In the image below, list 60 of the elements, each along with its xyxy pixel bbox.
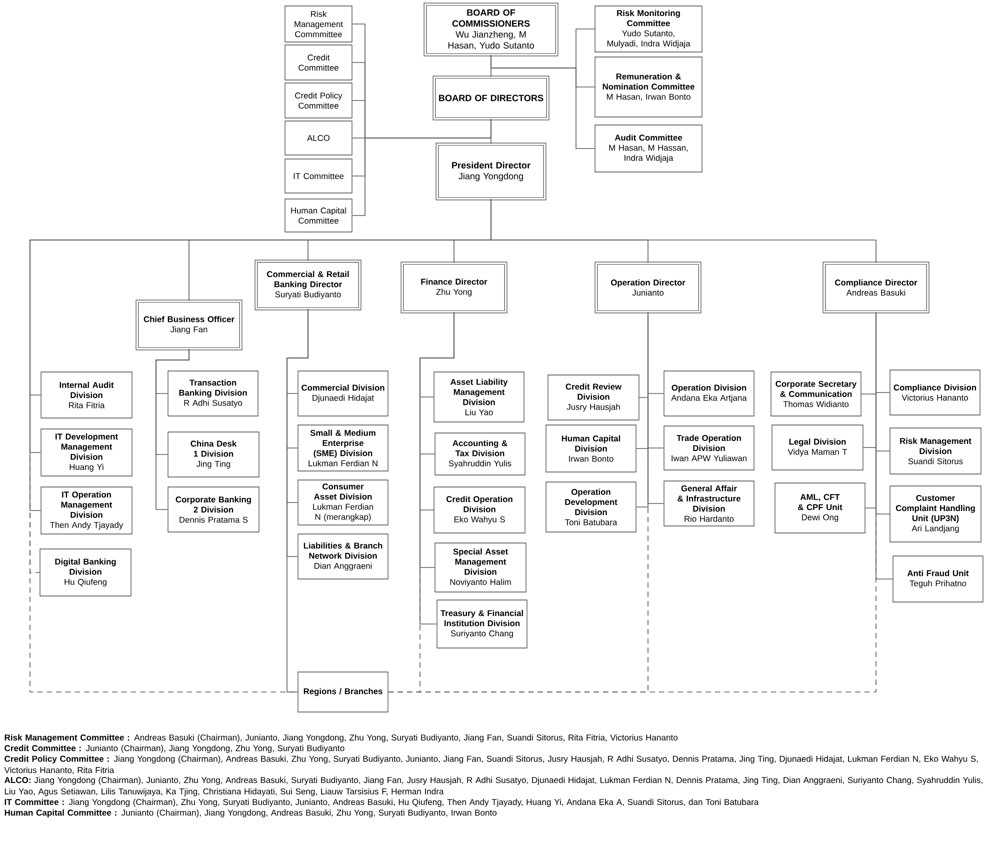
- division-box: Small & Medium Enterprise (SME) Division Lukman Ferdian N: [298, 424, 388, 472]
- division-box: Asset Liability Management Division Liu Yao: [434, 372, 524, 422]
- division-box: Consumer Asset Division Lukman Ferdian N (merangkap): [298, 480, 388, 526]
- division-box: IT Development Management Division Huang Yi: [40, 428, 132, 476]
- director-box: Chief Business Officer Jiang Fan: [136, 300, 242, 350]
- director-box: President Director Jiang Yongdong: [436, 142, 546, 200]
- division-box: China Desk 1 Division Jing Ting: [168, 432, 260, 478]
- unit-box: Customer Complaint Handling Unit (UP3N) Ari Landjang: [890, 486, 982, 542]
- division-box: Trade Operation Division Iwan APW Yuliawan: [664, 426, 754, 470]
- committee-box: Human Capital Committee: [284, 198, 352, 232]
- division-box: Treasury & Financial Institution Division Suriyanto Chang: [436, 600, 528, 648]
- division-box: Corporate Banking 2 Division Dennis Pratama S: [168, 486, 260, 532]
- division-box: Credit Review Division Jusry Hausjah: [548, 374, 640, 420]
- committee-box: Credit Committee: [284, 44, 352, 80]
- director-box: Finance Director Zhu Yong: [400, 262, 508, 314]
- unit-box: AML, CFT & CPF Unit Dewi Ong: [774, 482, 866, 534]
- connector-line: [352, 118, 492, 216]
- division-box: Corporate Secretary & Communication Thomas Widianto: [770, 372, 862, 416]
- unit-box: Anti Fraud Unit Teguh Prihatno: [892, 556, 984, 602]
- regions-box: Regions / Branches: [298, 672, 388, 712]
- division-box: Credit Operation Division Eko Wahyu S: [434, 486, 526, 534]
- board-box: BOARD OF COMMISSIONERS Wu Jianzheng, M Hasan, Yudo Sutanto: [424, 2, 558, 56]
- division-box: Operation Division Andana Eka Artjana: [664, 370, 754, 416]
- division-box: Human Capital Division Irwan Bonto: [546, 424, 636, 472]
- director-box: Operation Director Junianto: [594, 262, 702, 314]
- division-box: General Affair & Infrastructure Division Rio Hardanto: [664, 480, 754, 526]
- division-box: Compliance Division Victorius Hananto: [890, 370, 980, 416]
- connector-line: [490, 54, 596, 149]
- board-box: BOARD OF DIRECTORS: [432, 76, 550, 120]
- division-box: Commercial Division Djunaedi Hidajat: [298, 370, 388, 416]
- committee-box: Remuneration & Nomination Committee M Hasan, Irwan Bonto: [594, 56, 702, 118]
- connector-line: [30, 198, 492, 692]
- division-box: Special Asset Management Division Noviyanto Halim: [434, 542, 526, 592]
- director-box: Compliance Director Andreas Basuki: [822, 262, 930, 314]
- division-box: Operation Development Division Toni Batubara: [546, 482, 636, 532]
- division-box: Accounting & Tax Division Syahruddin Yulis: [434, 432, 526, 476]
- committee-note: Human Capital Committee : Junianto (Chairman), Jiang Yongdong, Andreas Basuki, Zhu Yong, Suryati Budiyanto, Irwan Bonto: [4, 809, 496, 818]
- division-box: Risk Management Division Suandi Sitorus: [890, 428, 982, 474]
- committee-note: Credit Policy Committee : Jiang Yongdong (Chairman), Andreas Basuki, Zhu Yong, Suryati Budiyanto, Junianto, Jiang Fan, Suandi Sitorus, Jusry Hausjah, R Adhi Susatyo, Dennis Pratama, Jing Ting, Djunaedi Hidajat, Lukman Ferdian N, Eko Wahyu S, Victorius Hananto, Rita Fitria: [4, 756, 978, 774]
- committee-note: Credit Committee : Junianto (Chairman), Jiang Yongdong, Zhu Yong, Suryati Budiyanto: [4, 744, 344, 753]
- division-box: IT Operation Management Division Then Andy Tjayady: [40, 486, 132, 534]
- division-box: Transaction Banking Division R Adhi Susatyo: [168, 370, 258, 416]
- committee-box: IT Committee: [284, 158, 352, 194]
- committee-note: Risk Management Committee : Andreas Basuki (Chairman), Junianto, Jiang Yongdong, Zhu Yong, Suryati Budiyanto, Jiang Fan, Suandi Sitorus, Rita Fitria, Victorius Hananto: [4, 734, 678, 742]
- committee-box: ALCO: [284, 120, 352, 156]
- connector-line: [286, 308, 308, 692]
- connector-line: [420, 312, 454, 624]
- division-box: Digital Banking Division Hu Qiufeng: [40, 548, 132, 596]
- committee-box: Risk Management Commmittee: [284, 6, 352, 42]
- division-box: Internal Audit Division Rita Fitria: [40, 372, 132, 418]
- division-box: Liabilities & Branch Network Division Dian Anggraeni: [298, 534, 388, 580]
- connector-line: [876, 312, 894, 580]
- director-box: Commercial & Retail Banking Director Suryati Budiyanto: [254, 260, 362, 310]
- division-box: Legal Division Vidya Maman T: [772, 424, 864, 470]
- committee-box: Risk Monitoring Committee Yudo Sutanto, Mulyadi, Indra Widjaja: [594, 6, 702, 52]
- committee-note: ALCO: Jiang Yongdong (Chairman), Junianto, Zhu Yong, Andreas Basuki, Suryati Budiyanto, Jiang Fan, Jusry Hausjah, R Adhi Susatyo, Djunaedi Hidajat, Lukman Ferdian N, Dennis Pratama, Jing Ting, Dian Anggraeni, Suriyanto Chang, Syahruddin Yulis, Liu Yao, Agus Setiawan, Lilis Tanuwijaya, Ka Tjing, Christiana Hidayati, Sui Seng, Liauw Tarsisius F, Herman Indra: [4, 776, 982, 796]
- committee-note: IT Committee : Jiang Yongdong (Chairman), Zhu Yong, Suryati Budiyanto, Junianto, Andreas Basuki, Hu Qiufeng, Then Andy Tjayady, Huang Yi, Andana Eka A, Suandi Sitorus, dan Toni Batubara: [4, 798, 759, 807]
- connector-line: [156, 348, 190, 510]
- committee-box: Credit Policy Committee: [284, 82, 352, 118]
- committee-box: Audit Committee M Hasan, M Hassan, Indra Widjaja: [594, 124, 702, 172]
